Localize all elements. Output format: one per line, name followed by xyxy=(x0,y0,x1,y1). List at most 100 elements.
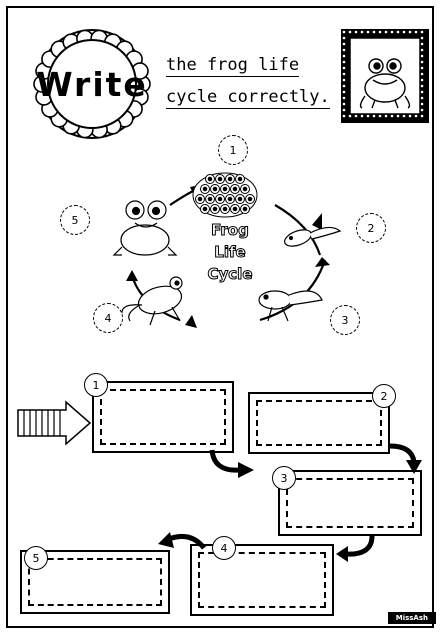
cycle-number-2: 2 xyxy=(356,213,386,243)
frame-dot xyxy=(354,114,358,118)
cycle-title-line: Life xyxy=(214,243,246,262)
frame-dot xyxy=(342,60,346,64)
frame-dot xyxy=(420,42,424,46)
cycle-number-1: 1 xyxy=(218,135,248,165)
frame-dot xyxy=(396,114,400,118)
tadpole-with-legs-icon xyxy=(258,290,323,322)
answer-number-4: 4 xyxy=(212,536,236,560)
egg-core xyxy=(232,186,238,192)
frame-dot xyxy=(420,72,424,76)
answer-box-dashed xyxy=(286,478,414,528)
answer-box-dashed xyxy=(100,389,226,445)
cycle-center-title: Frog Life Cycle xyxy=(200,219,260,285)
frame-dot xyxy=(420,78,424,82)
egg-core xyxy=(237,196,243,202)
frame-dot xyxy=(342,30,346,34)
frame-dot xyxy=(366,114,370,118)
answer-number-3: 3 xyxy=(272,466,296,490)
answer-box-4[interactable] xyxy=(190,544,334,616)
egg-core xyxy=(242,206,248,212)
frame-dot xyxy=(420,90,424,94)
frame-dot xyxy=(342,66,346,70)
frame-dot xyxy=(348,30,352,34)
answer-box-2[interactable] xyxy=(248,392,390,454)
frame-dot xyxy=(384,30,388,34)
subtitle-line-1: the frog life xyxy=(166,55,300,77)
frame-dot xyxy=(390,114,394,118)
egg-core xyxy=(202,206,208,212)
frame-dot xyxy=(420,96,424,100)
answer-box-3[interactable] xyxy=(278,470,422,536)
cycle-number-4: 4 xyxy=(93,303,123,333)
egg-core xyxy=(247,196,253,202)
subtitle-line-2: cycle correctly. xyxy=(166,87,330,109)
title-word: Write xyxy=(36,64,148,104)
egg-core xyxy=(242,186,248,192)
frame-dot xyxy=(342,78,346,82)
cycle-number-3: 3 xyxy=(330,305,360,335)
egg-core xyxy=(227,196,233,202)
cycle-title-line: Frog xyxy=(211,221,250,240)
frame-dot xyxy=(348,114,352,118)
frame-dot xyxy=(408,114,412,118)
answer-number-1: 1 xyxy=(84,373,108,397)
frame-dot xyxy=(342,114,346,118)
curved-arrow-icon xyxy=(389,443,417,463)
frame-dot xyxy=(420,36,424,40)
cycle-number-5: 5 xyxy=(60,205,90,235)
frame-dot xyxy=(372,114,376,118)
curved-arrow-icon xyxy=(209,449,241,473)
answer-box-dashed xyxy=(28,558,162,606)
egg-core xyxy=(222,206,228,212)
frame-dot xyxy=(390,30,394,34)
frame-dot xyxy=(420,108,424,112)
egg-core xyxy=(217,196,223,202)
frame-dot xyxy=(420,102,424,106)
frame-dot xyxy=(420,114,424,118)
frame-dot xyxy=(420,66,424,70)
frame-dot xyxy=(378,114,382,118)
answer-box-5[interactable] xyxy=(20,550,170,614)
frame-dot xyxy=(342,54,346,58)
frame-dot xyxy=(402,114,406,118)
frog-spawn-icon xyxy=(192,172,258,218)
frame-dot xyxy=(342,72,346,76)
frame-dot xyxy=(360,30,364,34)
answer-number-5: 5 xyxy=(24,546,48,570)
frame-dot xyxy=(342,48,346,52)
scalloped-circle-icon xyxy=(33,29,151,139)
title-badge: Write xyxy=(22,28,162,140)
frame-dot xyxy=(420,30,424,34)
start-arrow-icon xyxy=(16,400,92,446)
frame-dot xyxy=(420,48,424,52)
life-cycle-diagram: Frog Life Cycle 1 2 3 4 5 xyxy=(60,135,390,345)
frame-dot xyxy=(342,96,346,100)
egg-core xyxy=(237,176,243,182)
egg-core xyxy=(232,206,238,212)
answer-number-2: 2 xyxy=(372,384,396,408)
egg-core xyxy=(207,176,213,182)
frame-dot xyxy=(342,36,346,40)
page-border xyxy=(6,6,434,628)
frame-dot xyxy=(414,114,418,118)
answer-box-1[interactable] xyxy=(92,381,234,453)
answer-box-dashed xyxy=(256,400,382,446)
egg-core xyxy=(212,206,218,212)
frame-dot xyxy=(342,108,346,112)
frame-dot xyxy=(420,84,424,88)
frame-dot xyxy=(396,30,400,34)
cycle-title-line: Cycle xyxy=(207,265,253,284)
frame-dot xyxy=(366,30,370,34)
egg-core xyxy=(222,186,228,192)
frog-picture-frame xyxy=(340,28,430,124)
frame-dot xyxy=(360,114,364,118)
frame-dot xyxy=(342,90,346,94)
frame-dot xyxy=(414,30,418,34)
egg-core xyxy=(207,196,213,202)
frame-dot xyxy=(402,30,406,34)
frame-dot xyxy=(342,84,346,88)
tadpole-icon xyxy=(284,226,342,247)
frame-dot xyxy=(372,30,376,34)
egg-core xyxy=(202,186,208,192)
